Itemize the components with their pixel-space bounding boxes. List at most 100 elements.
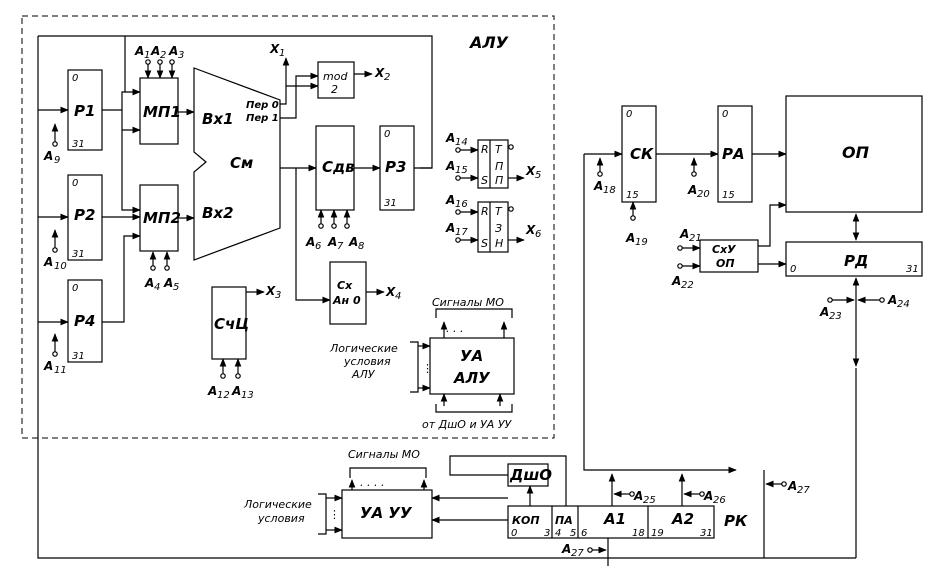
- svg-text:Сдв: Сдв: [322, 158, 355, 176]
- svg-text:5: 5: [570, 528, 576, 539]
- svg-text:условия: условия: [257, 512, 305, 525]
- svg-text:A: A: [687, 183, 697, 197]
- svg-text:1: 1: [144, 50, 150, 61]
- mod2-block: mod 2: [317, 61, 355, 99]
- svg-text:A: A: [445, 193, 455, 207]
- svg-text:Пер 0: Пер 0: [246, 100, 279, 111]
- svg-text:12: 12: [217, 390, 230, 401]
- svg-text:15: 15: [626, 190, 639, 201]
- alu-title: АЛУ: [468, 33, 509, 52]
- svg-text:4: 4: [555, 528, 561, 539]
- svg-text:A: A: [150, 44, 160, 58]
- svg-text:ОП: ОП: [842, 143, 870, 162]
- svg-text:0: 0: [790, 264, 796, 275]
- svg-text:A: A: [43, 255, 53, 269]
- svg-text:0: 0: [72, 73, 78, 84]
- svg-text:0: 0: [626, 109, 632, 120]
- svg-text:25: 25: [643, 495, 656, 506]
- instruction-register-rk: КОП ПА А1 А2 0 3 4 5 6 18 19 31: [507, 505, 715, 539]
- svg-text:6: 6: [535, 229, 541, 240]
- svg-text:⋮: ⋮: [329, 508, 340, 521]
- rk-label: РК: [724, 512, 748, 530]
- svg-text:П: П: [495, 160, 503, 173]
- svg-text:6: 6: [315, 241, 321, 252]
- svg-text:15: 15: [455, 165, 468, 176]
- svg-text:З: З: [495, 222, 502, 235]
- svg-text:31: 31: [72, 249, 85, 260]
- svg-text:См: См: [230, 154, 253, 172]
- svg-text:АЛУ: АЛУ: [453, 369, 491, 387]
- svg-text:S: S: [481, 174, 488, 187]
- svg-text:A: A: [445, 131, 455, 145]
- svg-text:A: A: [445, 159, 455, 173]
- svg-text:7: 7: [337, 241, 344, 252]
- svg-text:условия: условия: [343, 355, 391, 368]
- svg-text:A: A: [887, 293, 897, 307]
- svg-text:11: 11: [54, 365, 67, 376]
- svg-text:16: 16: [455, 199, 468, 210]
- svg-text:ОП: ОП: [716, 257, 735, 270]
- caption-mo-signals-alu: Сигналы МО: [432, 296, 504, 309]
- svg-text:mod: mod: [323, 70, 348, 83]
- svg-text:R: R: [481, 143, 489, 156]
- svg-text:Ан 0: Ан 0: [332, 294, 361, 307]
- svg-text:R: R: [481, 205, 489, 218]
- svg-text:Вх2: Вх2: [202, 204, 234, 222]
- svg-text:X: X: [265, 284, 276, 298]
- svg-text:18: 18: [632, 528, 645, 539]
- svg-text:19: 19: [651, 528, 664, 539]
- zero-detector: Сх Ан 0: [329, 261, 367, 325]
- svg-text:A: A: [207, 384, 217, 398]
- trigger-sign: R S T З Н: [477, 201, 514, 253]
- svg-text:2: 2: [331, 83, 338, 96]
- mux-mp2: МП2: [139, 184, 181, 252]
- register-pd: 0 РД 31: [785, 241, 923, 277]
- svg-text:Н: Н: [495, 237, 503, 250]
- svg-text:27: 27: [571, 548, 584, 559]
- svg-text:A: A: [561, 542, 571, 556]
- svg-text:П: П: [495, 174, 503, 187]
- svg-text:A: A: [787, 479, 797, 493]
- svg-text:A: A: [168, 44, 178, 58]
- svg-text:РД: РД: [844, 252, 868, 270]
- svg-text:А1: А1: [603, 510, 626, 528]
- svg-text:A: A: [445, 221, 455, 235]
- svg-text:8: 8: [358, 241, 364, 252]
- svg-text:0: 0: [72, 283, 78, 294]
- svg-text:СК: СК: [630, 145, 654, 163]
- svg-text:0: 0: [722, 109, 728, 120]
- svg-text:5: 5: [535, 170, 541, 181]
- svg-text:A: A: [703, 489, 713, 503]
- caption-logic-uu: Логические: [243, 498, 312, 511]
- svg-text:27: 27: [797, 485, 810, 496]
- svg-text:24: 24: [897, 299, 910, 310]
- svg-text:13: 13: [241, 390, 254, 401]
- svg-text:31: 31: [72, 139, 85, 150]
- svg-text:A: A: [163, 276, 173, 290]
- svg-text:A: A: [348, 235, 358, 249]
- register-p4: 0 Р4 31: [67, 279, 103, 363]
- cycle-counter: СчЦ: [211, 286, 249, 360]
- svg-text:9: 9: [54, 155, 60, 166]
- svg-text:A: A: [327, 235, 337, 249]
- svg-text:Пер 1: Пер 1: [246, 113, 279, 124]
- svg-text:Вх1: Вх1: [202, 110, 234, 128]
- svg-text:19: 19: [635, 237, 648, 248]
- svg-text:X: X: [525, 164, 536, 178]
- svg-text:A: A: [43, 149, 53, 163]
- svg-text:4: 4: [154, 282, 160, 293]
- alu-boundary: [21, 15, 555, 439]
- svg-text:31: 31: [72, 351, 85, 362]
- decoder-dsho: ДшО: [507, 463, 552, 487]
- svg-text:УА: УА: [460, 347, 483, 365]
- svg-text:СчЦ: СчЦ: [214, 315, 249, 333]
- svg-text:15: 15: [722, 190, 735, 201]
